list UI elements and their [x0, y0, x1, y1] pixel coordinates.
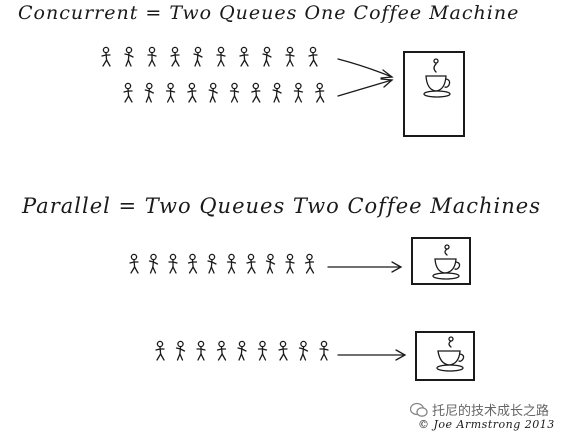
stick-figure-icon: [272, 82, 282, 103]
stick-figure-icon: [304, 253, 315, 274]
watermark: 托尼的技术成长之路: [410, 400, 549, 419]
stick-figure-icon: [308, 46, 318, 67]
concurrent-queue-1: [101, 46, 318, 67]
stick-figure-icon: [187, 82, 197, 103]
stick-figure-icon: [226, 253, 237, 274]
coffee-cup-icon: [423, 58, 451, 98]
stick-figure-icon: [229, 82, 240, 103]
parallel-title: Parallel = Two Queues Two Coffee Machine…: [22, 194, 542, 218]
stick-figure-icon: [124, 46, 134, 67]
stick-figure-icon: [216, 340, 227, 361]
stick-figure-icon: [155, 340, 165, 361]
stick-figure-icon: [298, 340, 309, 361]
stick-figure-icon: [168, 253, 178, 274]
concurrent-title: Concurrent = Two Queues One Coffee Machi…: [18, 2, 520, 24]
stick-figure-icon: [246, 253, 256, 274]
stick-figure-icon: [262, 46, 272, 67]
arrow-icon: [337, 78, 394, 97]
stick-figure-icon: [123, 82, 133, 103]
wechat-icon: [410, 402, 428, 417]
coffee-cup-icon: [436, 336, 465, 372]
stick-figure-icon: [170, 46, 180, 67]
watermark-text: 托尼的技术成长之路: [432, 404, 550, 419]
stick-figure-icon: [196, 340, 206, 361]
coffee-machine-icon: [411, 237, 471, 285]
stick-figure-icon: [147, 46, 157, 67]
stick-figure-icon: [278, 340, 288, 361]
credit-text: © Joe Armstrong 2013: [418, 418, 555, 431]
stick-figure-icon: [257, 340, 268, 361]
stick-figure-icon: [285, 253, 295, 274]
stick-figure-icon: [251, 82, 261, 103]
coffee-machine-icon: [415, 331, 475, 381]
stick-figure-icon: [193, 46, 203, 67]
stick-figure-icon: [175, 340, 186, 361]
stick-figure-icon: [315, 82, 325, 103]
stick-figure-icon: [101, 46, 111, 67]
stick-figure-icon: [208, 82, 218, 103]
concurrent-queue-2: [123, 82, 325, 103]
stick-figure-icon: [237, 340, 247, 361]
stick-figure-icon: [293, 82, 304, 103]
arrow-icon: [327, 261, 403, 273]
stick-figure-icon: [144, 82, 154, 103]
stick-figure-icon: [216, 46, 226, 67]
stick-figure-icon: [187, 253, 198, 274]
stick-figure-icon: [239, 46, 249, 67]
coffee-machine-icon: [403, 51, 465, 137]
stick-figure-icon: [265, 253, 276, 274]
stick-figure-icon: [319, 340, 329, 361]
arrow-icon: [337, 58, 394, 79]
stick-figure-icon: [285, 46, 295, 67]
parallel-queue-2: [155, 340, 329, 361]
stick-figure-icon: [165, 82, 176, 103]
coffee-cup-icon: [432, 244, 461, 280]
stick-figure-icon: [148, 253, 159, 274]
parallel-queue-1: [129, 253, 315, 274]
stick-figure-icon: [129, 253, 139, 274]
arrow-icon: [337, 349, 407, 361]
stick-figure-icon: [207, 253, 217, 274]
